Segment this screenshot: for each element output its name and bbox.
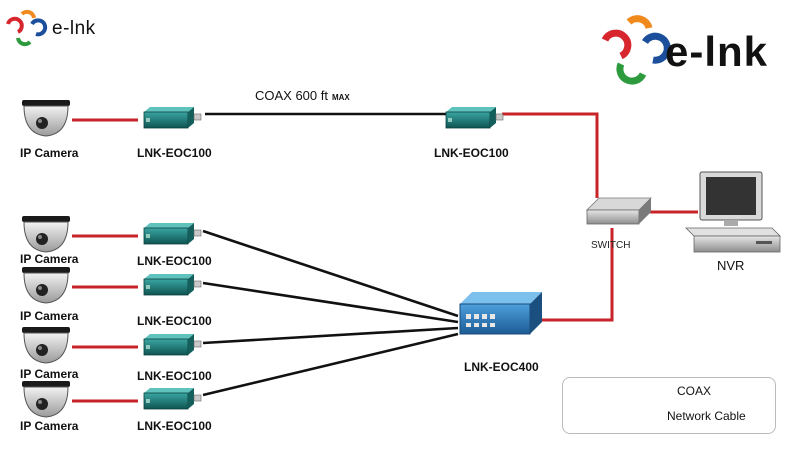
camera-label: IP Camera [20,146,79,160]
network-cable-hub-to-switch [540,228,614,322]
legend-network-label: Network Cable [667,409,746,423]
ip-camera-icon [21,215,71,253]
converter-label: LNK-EOC100 [137,419,212,433]
coax-span-max: MAX [331,93,350,102]
small-logo-icon [6,9,48,47]
switch-label: SWITCH [591,240,631,251]
nvr-computer-icon [685,171,781,253]
eoc400-hub-icon [459,292,542,335]
coax-span-text: COAX 600 ft [255,88,328,103]
hub-label: LNK-EOC400 [464,360,539,374]
camera-label: IP Camera [20,419,79,433]
converter-label: LNK-EOC100 [137,369,212,383]
coax-cables [202,112,459,397]
network-cables [72,112,698,403]
legend [562,377,776,434]
converter-label: LNK-EOC100 [137,314,212,328]
coax-cable-3 [202,326,459,345]
eoc100-converter-icon [143,222,202,245]
eoc100-converter-icon [143,273,202,296]
camera-label: IP Camera [20,367,79,381]
legend-coax-label: COAX [677,384,712,398]
converter-label: LNK-EOC100 [137,146,212,160]
large-logo-text: e-lnk [665,28,769,75]
ip-camera-icon [21,266,71,304]
camera-label: IP Camera [20,252,79,266]
coax-cable-4 [202,332,459,397]
eoc100-converter-icon [143,333,202,356]
eoc100-converter-icon [445,106,504,129]
eoc100-converter-icon [143,387,202,410]
large-logo-icon [601,15,671,85]
switch-icon [586,197,652,225]
ip-camera-icon [21,99,71,137]
coax-cable-2 [202,281,459,324]
remote-converter-label: LNK-EOC100 [434,146,509,160]
eoc100-converter-icon [143,106,202,129]
network-cable-remote-to-switch [502,112,599,198]
coax-cable-1 [202,229,459,318]
ip-camera-icon [21,326,71,364]
camera-label: IP Camera [20,309,79,323]
converter-label: LNK-EOC100 [137,254,212,268]
nvr-label: NVR [717,258,745,273]
small-logo-text: e-lnk [52,18,96,39]
ip-camera-icon [21,380,71,418]
